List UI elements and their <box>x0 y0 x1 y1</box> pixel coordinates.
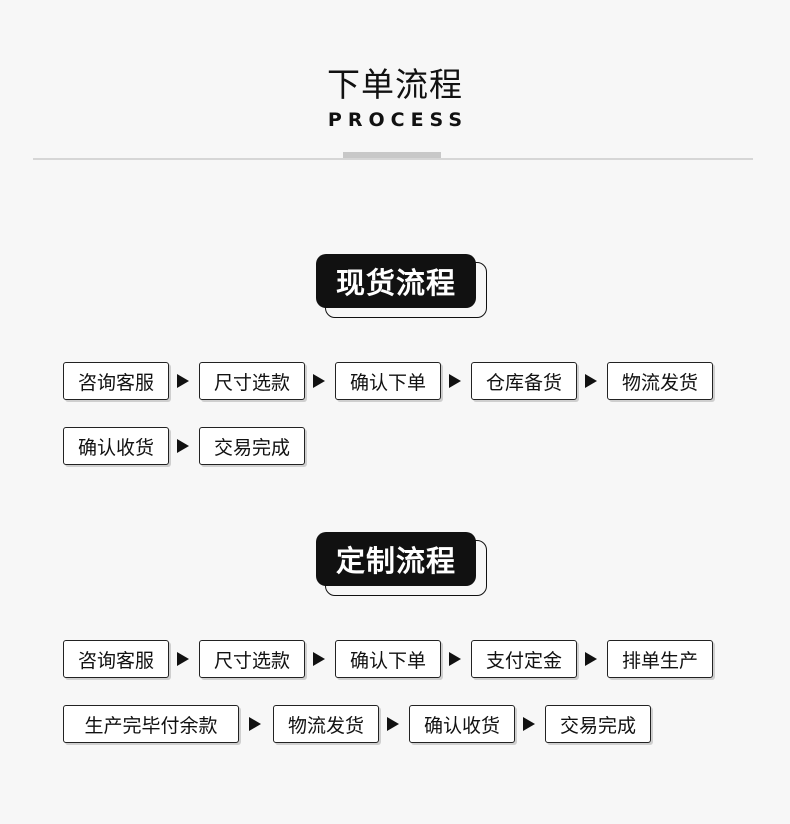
triangle-right-icon <box>177 439 189 453</box>
flow-step: 咨询客服 <box>63 362 169 400</box>
flow-step: 物流发货 <box>273 705 379 743</box>
section-title: 现货流程 <box>316 254 476 308</box>
section-title: 定制流程 <box>316 532 476 586</box>
section-badge-spot: 现货流程 <box>316 254 487 318</box>
triangle-right-icon <box>387 717 399 731</box>
triangle-right-icon <box>177 374 189 388</box>
page-subtitle: PROCESS <box>327 109 469 131</box>
page-title: 下单流程 <box>327 65 463 104</box>
flow-step: 确认收货 <box>409 705 515 743</box>
flow-step: 确认下单 <box>335 362 441 400</box>
flow-step: 生产完毕付余款 <box>63 705 239 743</box>
flow-step: 尺寸选款 <box>199 362 305 400</box>
flow-step: 支付定金 <box>471 640 577 678</box>
triangle-right-icon <box>585 374 597 388</box>
section-badge-custom: 定制流程 <box>316 532 487 596</box>
flow-step: 确认下单 <box>335 640 441 678</box>
flow-step: 物流发货 <box>607 362 713 400</box>
flow-step: 尺寸选款 <box>199 640 305 678</box>
triangle-right-icon <box>449 652 461 666</box>
flow-step: 排单生产 <box>607 640 713 678</box>
triangle-right-icon <box>177 652 189 666</box>
header-divider <box>33 158 753 160</box>
flow-step: 咨询客服 <box>63 640 169 678</box>
triangle-right-icon <box>249 717 261 731</box>
triangle-right-icon <box>585 652 597 666</box>
triangle-right-icon <box>313 374 325 388</box>
triangle-right-icon <box>523 717 535 731</box>
header-divider-accent <box>343 152 441 158</box>
flow-step: 仓库备货 <box>471 362 577 400</box>
flow-step: 确认收货 <box>63 427 169 465</box>
triangle-right-icon <box>313 652 325 666</box>
flow-step: 交易完成 <box>199 427 305 465</box>
flow-step: 交易完成 <box>545 705 651 743</box>
triangle-right-icon <box>449 374 461 388</box>
